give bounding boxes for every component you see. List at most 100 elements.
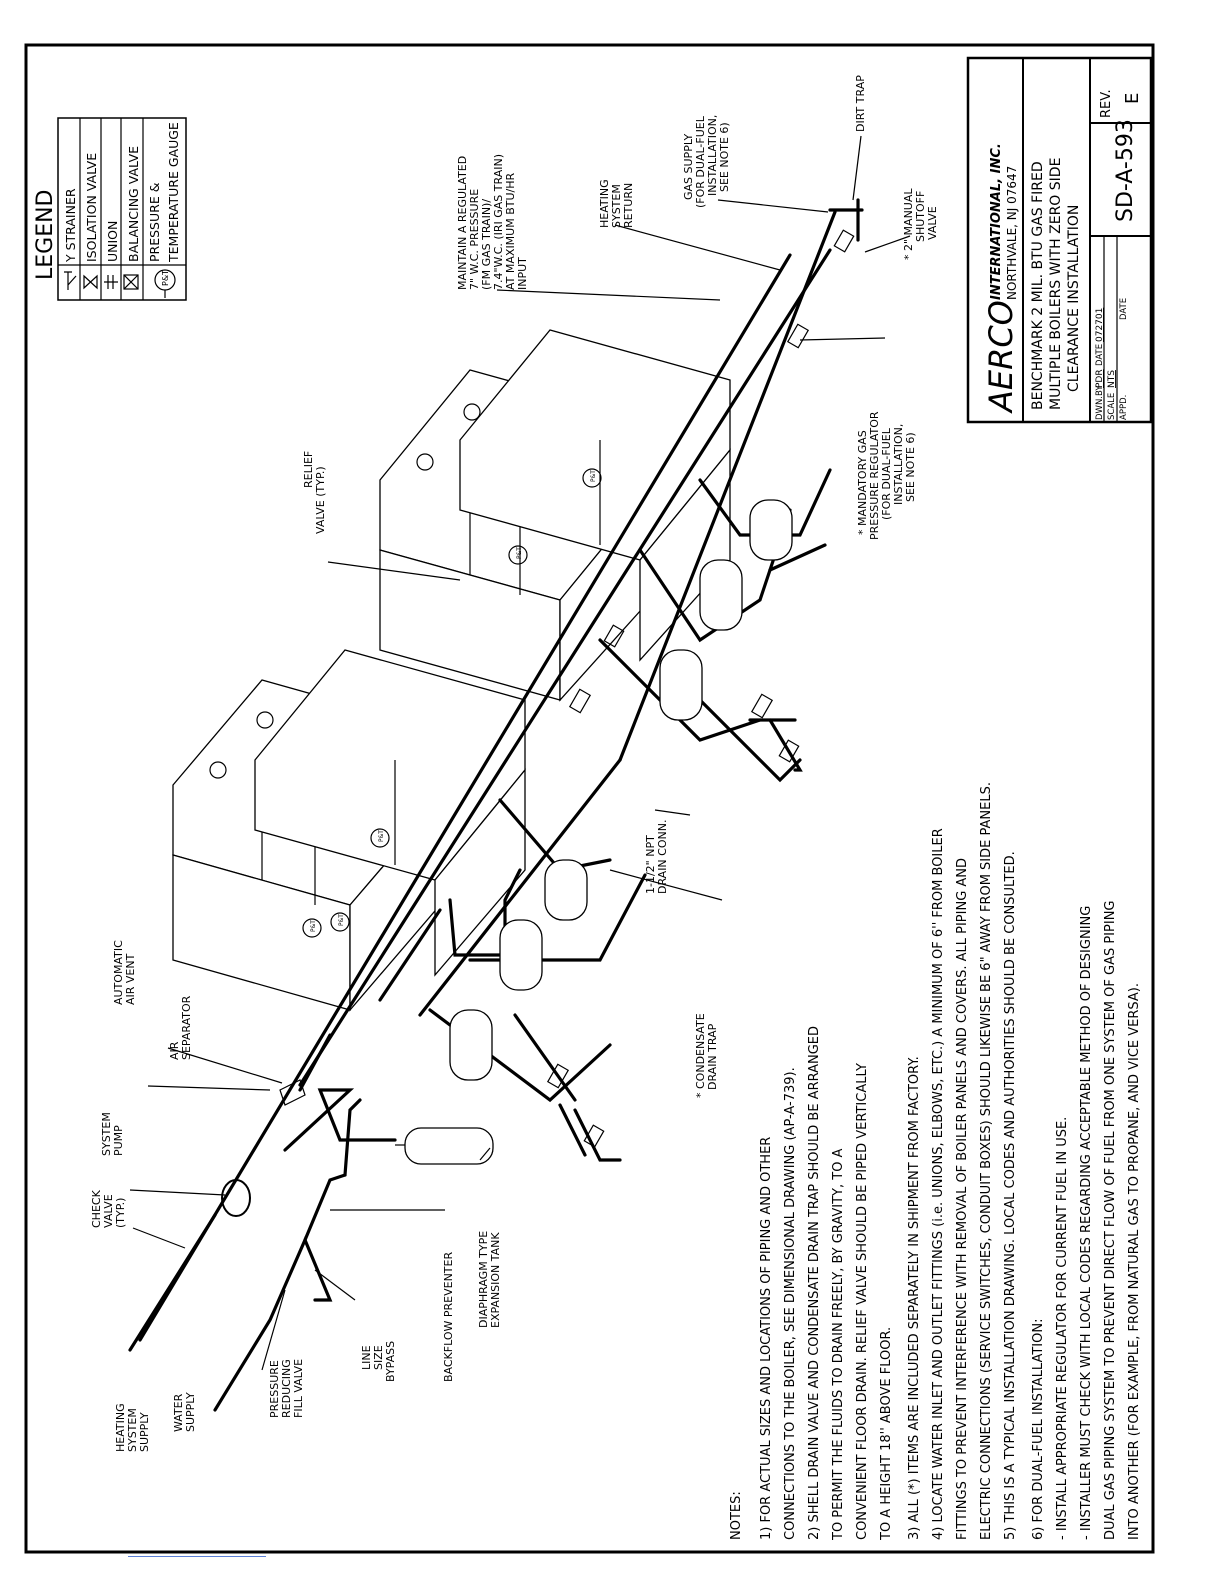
- air-separator-shape: [279, 1079, 306, 1106]
- note-line-2: CONNECTIONS TO THE BOILER, SEE DIMENSION…: [783, 1067, 798, 1540]
- note-line-4: TO PERMIT THE FLUIDS TO DRAIN FREELY, BY…: [831, 1148, 846, 1541]
- note-line-7: 3) ALL (*) ITEMS ARE INCLUDED SEPARATELY…: [907, 1056, 922, 1540]
- label-regulated-pressure-2: 7" W.C. PRESSURE: [468, 189, 481, 290]
- legend: LEGEND P&T Y STRAINER ISOLATION VALVE UN…: [33, 117, 187, 301]
- label-water-supply-2: SUPPLY: [184, 1392, 197, 1432]
- legend-label-union: UNION: [105, 221, 120, 262]
- date-value: 072701: [1095, 308, 1105, 342]
- label-backflow-preventer: BACKFLOW PREVENTER: [442, 1252, 455, 1382]
- label-manual-shutoff-1: * 2" MANUAL: [902, 188, 915, 260]
- footer-rule: [128, 1556, 266, 1557]
- company-suffix: INTERNATIONAL, INC.: [989, 143, 1004, 300]
- drawing-border: [24, 43, 1155, 1554]
- legend-label-balancing-valve: BALANCING VALVE: [126, 146, 141, 262]
- label-regulated-pressure-4: 7.4"W.C. (IRI GAS TRAIN): [492, 154, 505, 290]
- label-expansion-tank-2: EXPANSION TANK: [489, 1232, 502, 1328]
- pt-gauges: P&T P&T P&T P&T P&T: [302, 468, 602, 938]
- pt-gauge-icon: P&T: [154, 269, 176, 298]
- label-water-supply-1: WATER: [172, 1393, 185, 1432]
- pt-symbol-label: P&T: [161, 270, 170, 286]
- label-gas-supply-3: INSTALLATION,: [706, 115, 719, 196]
- drawing-title-line-2: MULTIPLE BOILERS WITH ZERO SIDE: [1048, 158, 1064, 410]
- system-pump-shape: [221, 1179, 251, 1217]
- legend-label-isolation-valve: ISOLATION VALVE: [84, 153, 99, 262]
- title-block: AERCO INTERNATIONAL, INC. NORTHVALE, NJ …: [966, 56, 1153, 424]
- note-line-9: FITTINGS TO PREVENT INTERFERENCE WITH RE…: [955, 858, 970, 1540]
- label-air-separator-1: AIR: [168, 1041, 181, 1060]
- note-line-1: 1) FOR ACTUAL SIZES AND LOCATIONS OF PIP…: [759, 1137, 774, 1540]
- label-gas-pressure-regulator-1: * MANDATORY GAS: [856, 430, 869, 535]
- label-automatic-air-vent-2: AIR VENT: [124, 953, 137, 1005]
- notes: NOTES: 1) FOR ACTUAL SIZES AND LOCATIONS…: [729, 782, 1142, 1541]
- pt-label-4: P&T: [516, 547, 523, 559]
- label-drain-conn-2: DRAIN CONN.: [656, 820, 669, 894]
- note-line-3: 2) SHELL DRAIN VALVE AND CONDENSATE DRAI…: [807, 1026, 822, 1540]
- pt-label-5: P&T: [590, 470, 597, 482]
- label-heating-system-return-2: SYSTEM: [610, 184, 623, 228]
- label-pressure-reducing-fill-valve-2: REDUCING: [280, 1359, 293, 1418]
- note-line-13: - INSTALL APPROPRIATE REGULATOR FOR CURR…: [1055, 1117, 1070, 1540]
- legend-label-pressure: PRESSURE &: [147, 182, 162, 262]
- company-logo: AERCO: [982, 300, 1020, 414]
- scale-label: SCALE: [1107, 393, 1117, 420]
- label-gas-pressure-regulator-3: (FOR DUAL-FUEL: [880, 427, 893, 520]
- label-gas-pressure-regulator-4: INSTALLATION,: [892, 424, 905, 505]
- drawing-title-line-3: CLEARANCE INSTALLATION: [1066, 205, 1082, 392]
- label-system-pump-1: SYSTEM: [100, 1112, 113, 1156]
- label-gas-pressure-regulator-2: PRESSURE REGULATOR: [868, 411, 881, 540]
- label-drain-conn-1: 1-1/2" NPT: [644, 835, 657, 894]
- scale-value: NTS: [1107, 370, 1117, 388]
- label-pressure-reducing-fill-valve-3: FILL VALVE: [292, 1359, 305, 1418]
- label-line-size-bypass-2: SIZE: [372, 1345, 385, 1370]
- note-line-5: CONVENIENT FLOOR DRAIN. RELIEF VALVE SHO…: [855, 1063, 870, 1540]
- label-automatic-air-vent-1: AUTOMATIC: [112, 940, 125, 1005]
- label-line-size-bypass-3: BYPASS: [384, 1341, 397, 1382]
- pt-label-3: P&T: [378, 830, 385, 842]
- balancing-valve-icon: [123, 274, 139, 290]
- callout-labels: HEATING SYSTEM SUPPLY WATER SUPPLY CHECK…: [90, 75, 939, 1452]
- label-relief-valve-2: VALVE (TYP.): [314, 466, 327, 534]
- appd-label: APPD.: [1119, 395, 1129, 420]
- note-line-16: INTO ANOTHER (FOR EXAMPLE, FROM NATURAL …: [1127, 983, 1142, 1540]
- rev-label: REV.: [1099, 89, 1114, 118]
- label-check-valve-3: (TYP.): [114, 1198, 127, 1228]
- appd-date-label: DATE: [1119, 298, 1129, 320]
- note-line-6: TO A HEIGHT 18'' ABOVE FLOOR.: [879, 1327, 894, 1541]
- label-heating-system-supply-2: SYSTEM: [126, 1408, 139, 1452]
- label-expansion-tank-1: DIAPHRAGM TYPE: [477, 1231, 490, 1328]
- label-check-valve-2: VALVE: [102, 1194, 115, 1228]
- label-gas-supply-1: GAS SUPPLY: [682, 134, 695, 200]
- label-pressure-reducing-fill-valve-1: PRESSURE: [268, 1360, 281, 1418]
- label-regulated-pressure-5: AT MAXIMUM BTU/HR: [504, 172, 517, 290]
- condensate-tank-2: [659, 499, 793, 721]
- note-line-11: 5) THIS IS A TYPICAL INSTALLATION DRAWIN…: [1003, 851, 1018, 1540]
- condensate-tank-1: [449, 859, 588, 1081]
- label-heating-system-return-1: HEATING: [598, 179, 611, 228]
- drawing-title-line-1: BENCHMARK 2 MIL. BTU GAS FIRED: [1030, 161, 1046, 410]
- label-manual-shutoff-3: VALVE: [926, 206, 939, 240]
- label-regulated-pressure-1: MAINTAIN A REGULATED: [456, 156, 469, 290]
- label-regulated-pressure-6: INPUT: [516, 257, 529, 290]
- legend-label-temperature-gauge: TEMPERATURE GAUGE: [166, 122, 181, 263]
- note-line-15: DUAL GAS PIPING SYSTEM TO PREVENT DIRECT…: [1103, 901, 1118, 1541]
- dwn-by-value: PDR: [1095, 369, 1105, 388]
- union-icon: [104, 275, 118, 289]
- y-strainer-icon: [64, 271, 77, 290]
- label-check-valve-1: CHECK: [90, 1189, 103, 1228]
- leader-lines: [129, 135, 911, 1371]
- label-gas-pressure-regulator-5: SEE NOTE 6): [904, 432, 917, 502]
- label-gas-supply-2: (FOR DUAL-FUEL: [694, 115, 707, 208]
- note-line-8: 4) LOCATE WATER INLET AND OUTLET FITTING…: [931, 828, 946, 1540]
- notes-heading: NOTES:: [729, 1491, 744, 1540]
- boiler-unit-3: [459, 329, 731, 662]
- legend-title: LEGEND: [33, 189, 58, 280]
- expansion-tank-shape: [395, 1127, 494, 1165]
- date-label: DATE: [1095, 344, 1105, 366]
- label-dirt-trap: DIRT TRAP: [854, 75, 867, 132]
- drawing-number: SD-A-593: [1113, 119, 1138, 222]
- label-relief-valve-1: RELIEF: [302, 451, 315, 488]
- label-condensate-drain-trap-1: * CONDENSATE: [694, 1013, 707, 1098]
- label-heating-system-supply-3: SUPPLY: [138, 1412, 151, 1452]
- pt-label-2: P&T: [338, 914, 345, 926]
